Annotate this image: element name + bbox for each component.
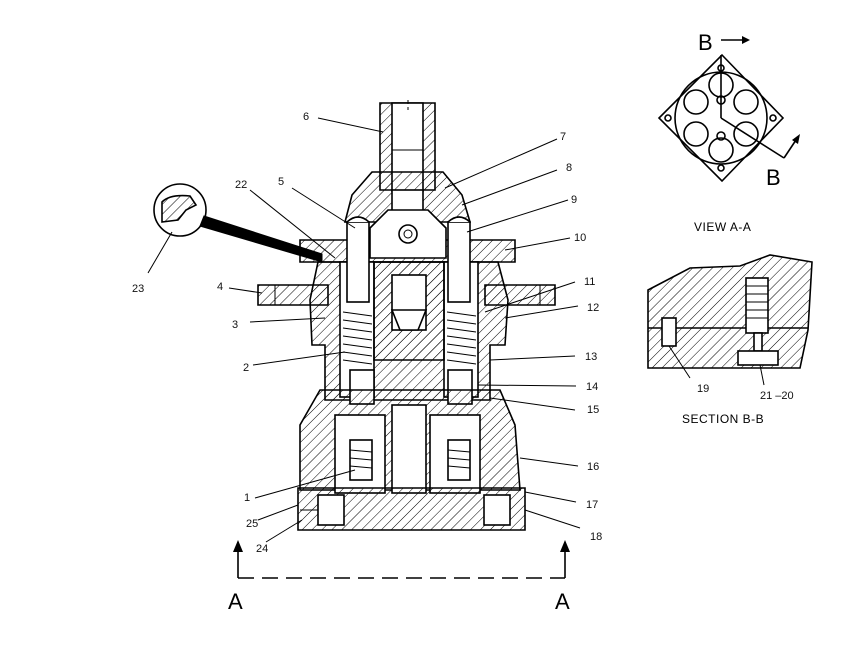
- callout-2: 2: [243, 362, 249, 374]
- section-mark-b-bottom: B: [766, 165, 781, 190]
- section-b-b-caption: SECTION B-B: [682, 412, 764, 426]
- callout-21-20: 21 –20: [760, 390, 794, 402]
- callout-4: 4: [217, 281, 223, 293]
- callout-13: 13: [585, 351, 597, 363]
- callout-labels: 6 7 8 9 10 5 22 23 4 3 2 11 12 13 14 15 …: [132, 30, 794, 614]
- callout-1: 1: [244, 492, 250, 504]
- callout-3: 3: [232, 319, 238, 331]
- section-mark-a-right: A: [555, 589, 570, 614]
- callout-22: 22: [235, 179, 247, 191]
- callout-16: 16: [587, 461, 599, 473]
- callout-9: 9: [571, 194, 577, 206]
- section-b-b: [647, 254, 813, 386]
- callout-12: 12: [587, 302, 599, 314]
- callout-19: 19: [697, 383, 709, 395]
- callout-14: 14: [586, 381, 598, 393]
- callout-5: 5: [278, 176, 284, 188]
- callout-24: 24: [256, 543, 268, 555]
- section-mark-b-top: B: [698, 30, 713, 55]
- callout-15: 15: [587, 404, 599, 416]
- callout-18: 18: [590, 531, 602, 543]
- callout-25: 25: [246, 518, 258, 530]
- callout-17: 17: [586, 499, 598, 511]
- callout-8: 8: [566, 162, 572, 174]
- view-a-a-caption: VIEW A-A: [694, 220, 751, 234]
- section-mark-a-left: A: [228, 589, 243, 614]
- callout-6: 6: [303, 111, 309, 123]
- leader-lines: [147, 117, 581, 543]
- view-a-a: [657, 36, 800, 183]
- callout-7: 7: [560, 131, 566, 143]
- callout-10: 10: [574, 232, 586, 244]
- callout-11: 11: [584, 276, 595, 288]
- main-cross-section: [153, 100, 556, 531]
- callout-23: 23: [132, 283, 144, 295]
- section-line-a-a: [233, 540, 570, 579]
